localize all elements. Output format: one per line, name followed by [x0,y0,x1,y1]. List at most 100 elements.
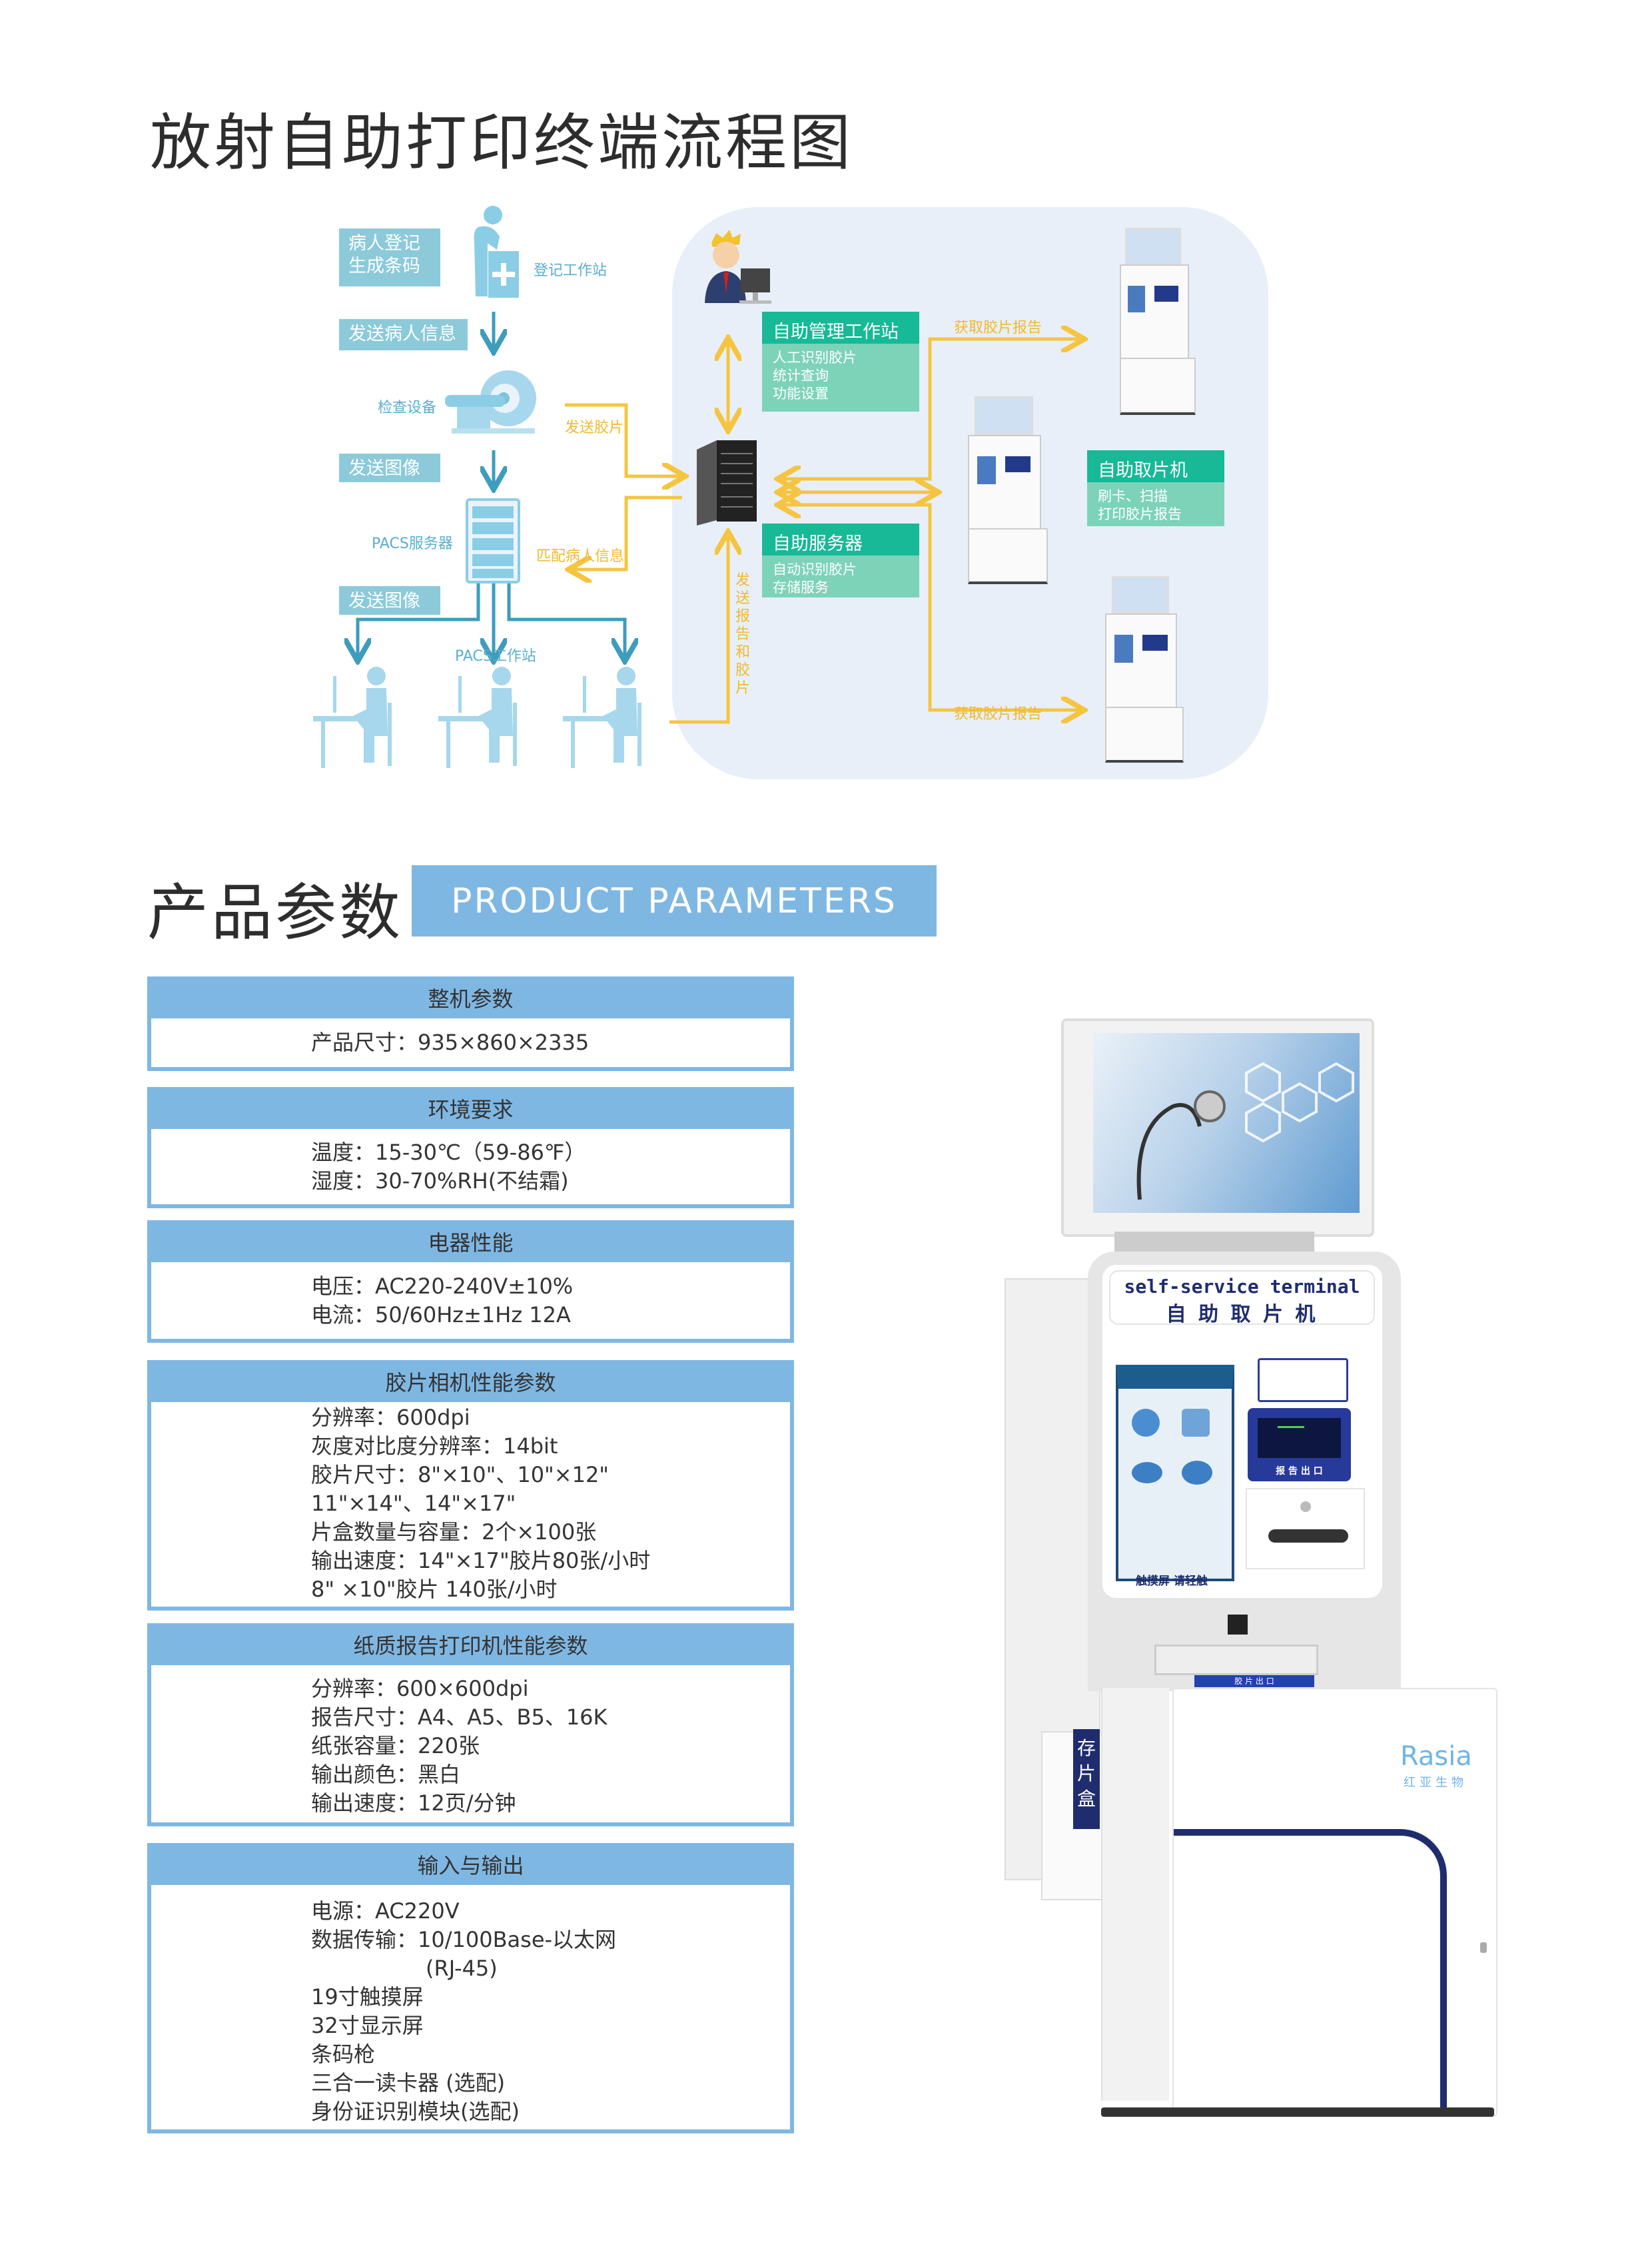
table-line: 输出速度：12页/分钟 [311,1790,516,1816]
table-line: 纸张容量：220张 [311,1733,480,1758]
admin-person-icon [705,230,771,304]
kiosk-item: 打印胶片报告 [1098,506,1182,522]
pacs-workstation-label: PACS工作站 [455,648,536,665]
scanner-icon [1228,1615,1248,1635]
table-header: 胶片相机性能参数 [147,1360,794,1402]
table-header: 环境要求 [147,1087,794,1129]
table-line: 数据传输：10/100Base-以太网 [311,1927,617,1952]
film-box-label: 存片盒 [1073,1729,1100,1829]
label-register: 病人登记 生成条码 [339,228,440,286]
kiosk-title: 自助取片机 [1087,450,1224,482]
register-station-label: 登记工作站 [534,262,608,279]
table-line: 分辨率：600×600dpi [311,1676,529,1701]
self-server-box: 自助服务器 自动识别胶片存储服务 [762,524,919,597]
mgmt-title: 自助管理工作站 [762,312,919,344]
table-line: 片盒数量与容量：2个×100张 [311,1519,597,1545]
exam-device-label: 检查设备 [378,400,437,416]
mgmt-item: 功能设置 [773,386,829,402]
label-send-image-1: 发送图像 [339,454,440,482]
table-header: 纸质报告打印机性能参数 [147,1623,794,1665]
arrow-send-film [565,403,682,476]
brand-cn: 红亚生物 [1404,1776,1467,1790]
kiosk-item: 刷卡、扫描 [1098,488,1168,504]
table-line: 三合一读卡器 (选配) [311,2070,506,2095]
product-kiosk-image: 存片盒 self-service terminal 自 助 取 片 机 触摸屏 … [1001,1015,1497,2121]
server-title: 自助服务器 [762,524,919,556]
register-person-icon [474,206,519,298]
report-exit-slot[interactable]: 报 告 出 口 [1248,1408,1351,1481]
table-line: 产品尺寸：935×860×2335 [311,1030,590,1055]
kiosk-nameplate: self-service terminal 自 助 取 片 机 [1109,1270,1375,1326]
nameplate-en: self-service terminal [1124,1276,1360,1298]
table-line: 输出速度：14"×17"胶片80张/小时 [311,1548,651,1573]
table-line: (RJ-45) [426,1956,498,1981]
pacs-server-icon [466,498,520,583]
kiosk-thumbnail-icon [1116,228,1196,415]
arrow-kiosk-bottom [781,505,1081,710]
param-table-environment: 环境要求 温度：15-30℃（59-86℉） 湿度：30-70%RH(不结霜) [147,1087,794,1208]
table-header: 电器性能 [147,1220,794,1262]
params-title-en: PRODUCT PARAMETERS [412,865,937,936]
table-line: 电流：50/60Hz±1Hz 12A [311,1302,571,1327]
table-line: 电源：AC220V [311,1898,460,1924]
table-line: 分辨率：600dpi [311,1405,470,1430]
instruction-sticker [1258,1358,1348,1402]
kiosk-box: 自助取片机 刷卡、扫描打印胶片报告 [1087,450,1224,526]
table-line: 湿度：30-70%RH(不结霜) [311,1168,569,1194]
display-monitor [1061,1018,1374,1237]
table-line: 输出颜色：黑白 [311,1762,461,1787]
touch-hint: 触摸屏 请轻触 [1136,1575,1208,1588]
param-table-film-camera: 胶片相机性能参数 分辨率：600dpi 灰度对比度分辨率：14bit 胶片尺寸：… [147,1360,794,1611]
flow-arrows [0,312,1652,724]
get-report-label-bottom: 获取胶片报告 [954,706,1042,723]
mgmt-item: 统计查询 [773,368,829,384]
touch-screen[interactable] [1116,1365,1234,1581]
kiosk-thumbnail-icon [963,396,1049,584]
mgmt-item: 人工识别胶片 [773,350,857,366]
cabinet-door-trim [1174,1829,1447,2115]
film-exit-label: 胶 片 出 口 [1194,1675,1314,1687]
arrow-match-patient [572,496,682,569]
pacs-server-label: PACS服务器 [372,536,453,552]
pacs-workstation-icons [313,667,641,768]
kiosk-thumbnail-icon [1101,576,1184,763]
server-item: 自动识别胶片 [773,561,857,577]
server-item: 存储服务 [773,579,829,595]
table-line: 灰度对比度分辨率：14bit [311,1433,558,1459]
server-tower-icon [697,440,757,526]
display-screen [1093,1033,1360,1213]
label-send-image-2: 发送图像 [339,586,440,615]
send-report-film-label: 发送报告和胶片 [735,572,751,697]
kiosk-front-panel: self-service terminal 自 助 取 片 机 触摸屏 请轻触 … [1102,1265,1382,1598]
get-report-label-top: 获取胶片报告 [954,320,1042,336]
kiosk-cabinet: Rasia 红亚生物 [1172,1688,1497,2117]
table-line: 电压：AC220-240V±10% [311,1273,574,1299]
arrow-pacs-to-ws1 [358,583,480,658]
param-table-electrical: 电器性能 电压：AC220-240V±10% 电流：50/60Hz±1Hz 12A [147,1220,794,1343]
table-header: 整机参数 [147,976,794,1018]
card-reader[interactable] [1246,1488,1365,1569]
medical-hexagon-graphic [1136,1062,1354,1200]
label-send-patient-info: 发送病人信息 [339,319,468,350]
arrow-send-report [669,535,728,724]
table-line: 11"×14"、14"×17" [311,1491,516,1516]
param-table-machine: 整机参数 产品尺寸：935×860×2335 [147,976,794,1071]
param-table-io: 输入与输出 电源：AC220V 数据传输：10/100Base-以太网 (RJ-… [147,1843,794,2133]
table-line: 19寸触摸屏 [311,1984,424,2010]
ct-scanner-icon [445,370,536,434]
table-line: 报告尺寸：A4、A5、B5、16K [311,1704,608,1730]
table-line: 条码枪 [311,2042,376,2067]
table-line: 温度：15-30℃（59-86℉） [311,1139,586,1165]
film-exit-tray[interactable] [1154,1645,1318,1675]
page-title: 放射自助打印终端流程图 [150,107,854,179]
arrow-pacs-to-ws3 [507,583,625,658]
match-patient-label: 匹配病人信息 [536,548,625,565]
table-line: 8" ×10"胶片 140张/小时 [311,1577,558,1602]
table-line: 身份证识别模块(选配) [311,2099,520,2124]
door-lock-icon [1480,1942,1487,1953]
params-title-cn: 产品参数 [147,877,404,948]
table-header: 输入与输出 [147,1843,794,1885]
table-line: 胶片尺寸：8"×10"、10"×12" [311,1462,610,1487]
send-film-label: 发送胶片 [565,420,624,436]
brand-logo: Rasia [1400,1741,1472,1772]
